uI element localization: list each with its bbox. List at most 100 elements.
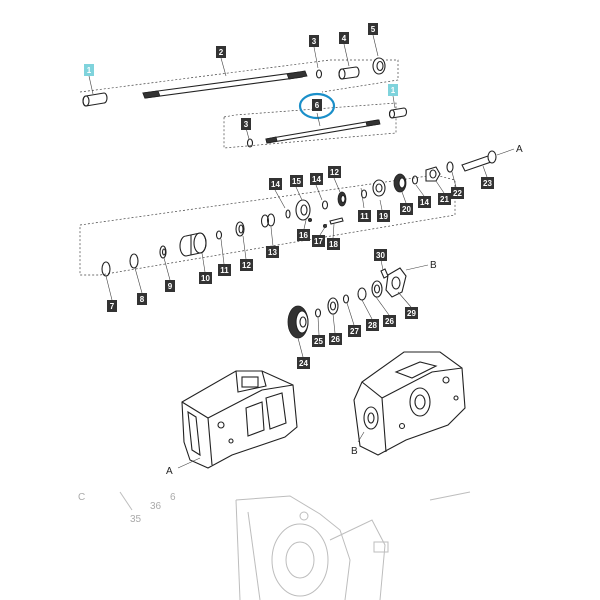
part-labels: 1 2 3 4 5 1 6 3 14 15 14 12 11 19 20 14 …	[84, 23, 494, 369]
label-1-right[interactable]: 1	[388, 84, 398, 96]
part-gear-12-mid[interactable]	[337, 191, 347, 207]
part-gear-10[interactable]	[179, 232, 207, 257]
frame-upper	[79, 59, 399, 93]
part-bearing-9[interactable]	[159, 245, 167, 259]
svg-text:7: 7	[110, 302, 115, 311]
part-flange-29[interactable]	[385, 264, 429, 298]
leader-a-lower	[177, 457, 201, 469]
label-17[interactable]: 17	[312, 235, 325, 247]
svg-text:18: 18	[329, 240, 338, 249]
part-bearing-12-low[interactable]	[235, 221, 245, 237]
label-11-mid[interactable]: 11	[358, 210, 371, 222]
label-29[interactable]: 29	[405, 307, 418, 319]
svg-text:9: 9	[168, 282, 173, 291]
label-22[interactable]: 22	[451, 187, 464, 199]
svg-text:5: 5	[371, 25, 376, 34]
label-25[interactable]: 25	[312, 335, 325, 347]
label-19[interactable]: 19	[377, 210, 390, 222]
ref-letter-a-top: A	[516, 144, 523, 155]
part-ring-11-mid[interactable]	[360, 189, 368, 199]
label-30[interactable]: 30	[374, 249, 387, 261]
part-ring-25[interactable]	[314, 308, 322, 318]
part-ring-14-right[interactable]	[411, 175, 419, 185]
ref-letter-b-top: B	[430, 260, 437, 271]
svg-text:25: 25	[314, 337, 323, 346]
part-pin-17[interactable]	[329, 217, 344, 225]
part-ring-28[interactable]	[357, 287, 367, 301]
part-ring-8[interactable]	[129, 253, 139, 269]
label-23[interactable]: 23	[481, 177, 494, 189]
label-16[interactable]: 16	[297, 229, 310, 241]
part-sleeve-4[interactable]	[338, 66, 360, 80]
part-ring-3-lower[interactable]	[246, 138, 254, 148]
part-ring-22[interactable]	[446, 161, 454, 173]
label-18[interactable]: 18	[327, 238, 340, 250]
svg-text:13: 13	[268, 248, 277, 257]
part-gear-20[interactable]	[393, 173, 407, 193]
label-7[interactable]: 7	[107, 300, 117, 312]
part-bearing-26-right[interactable]	[371, 280, 383, 298]
label-12-mid[interactable]: 12	[328, 166, 341, 178]
part-cap-21[interactable]	[425, 166, 441, 182]
ref-letter-b-bottom: B	[351, 446, 358, 457]
label-20[interactable]: 20	[400, 203, 413, 215]
label-27[interactable]: 27	[348, 325, 361, 337]
svg-text:1: 1	[391, 86, 396, 95]
part-pin-1-left[interactable]	[82, 92, 108, 107]
svg-text:15: 15	[292, 177, 301, 186]
part-shaft-2[interactable]	[142, 70, 308, 99]
label-26-right[interactable]: 26	[383, 315, 396, 327]
svg-text:11: 11	[360, 212, 369, 221]
part-bearing-19[interactable]	[372, 179, 386, 197]
part-gear-24[interactable]	[287, 305, 309, 339]
label-13[interactable]: 13	[266, 246, 279, 258]
label-28[interactable]: 28	[366, 319, 379, 331]
part-ring-3-upper[interactable]	[315, 69, 323, 79]
ref-letter-a-bottom: A	[166, 466, 173, 477]
label-14-b[interactable]: 14	[310, 173, 323, 185]
label-12-low[interactable]: 12	[240, 259, 253, 271]
label-8[interactable]: 8	[137, 293, 147, 305]
part-rings-13[interactable]	[260, 213, 276, 228]
part-shaft-23[interactable]	[461, 148, 515, 172]
label-2[interactable]: 2	[216, 46, 226, 58]
part-bearing-26-left[interactable]	[327, 297, 339, 315]
label-14-a[interactable]: 14	[269, 178, 282, 190]
label-3-upper[interactable]: 3	[309, 35, 319, 47]
svg-text:10: 10	[201, 274, 210, 283]
label-6[interactable]: 6	[312, 99, 322, 111]
label-4[interactable]: 4	[339, 32, 349, 44]
part-hub-15[interactable]	[295, 199, 311, 221]
label-11-low[interactable]: 11	[218, 264, 231, 276]
svg-text:27: 27	[350, 327, 359, 336]
svg-text:17: 17	[314, 237, 323, 246]
part-ring-27[interactable]	[342, 294, 350, 304]
label-24[interactable]: 24	[297, 357, 310, 369]
part-pin-1-right[interactable]	[388, 107, 408, 119]
part-shaft-6[interactable]	[265, 119, 381, 144]
svg-text:24: 24	[299, 359, 308, 368]
background-housing	[119, 491, 471, 600]
faint-label-35: 35	[130, 514, 142, 525]
svg-text:2: 2	[219, 48, 224, 57]
label-9[interactable]: 9	[165, 280, 175, 292]
part-ring-14-left[interactable]	[285, 209, 291, 219]
part-ring-14-mid[interactable]	[321, 200, 329, 210]
part-ball-16[interactable]	[307, 217, 312, 222]
label-15[interactable]: 15	[290, 175, 303, 187]
label-5[interactable]: 5	[368, 23, 378, 35]
part-bearing-5[interactable]	[372, 57, 386, 75]
housing-a[interactable]	[181, 370, 298, 469]
label-21[interactable]: 21	[438, 193, 451, 205]
svg-text:1: 1	[87, 66, 92, 75]
label-10[interactable]: 10	[199, 272, 212, 284]
label-14-c[interactable]: 14	[418, 196, 431, 208]
svg-text:16: 16	[299, 231, 308, 240]
svg-text:8: 8	[140, 295, 145, 304]
label-3-lower[interactable]: 3	[241, 118, 251, 130]
housing-b[interactable]	[353, 351, 466, 456]
label-26-left[interactable]: 26	[329, 333, 342, 345]
label-1-left[interactable]: 1	[84, 64, 94, 76]
part-ring-11-low[interactable]	[215, 230, 223, 240]
part-bolt-30[interactable]	[380, 268, 389, 279]
